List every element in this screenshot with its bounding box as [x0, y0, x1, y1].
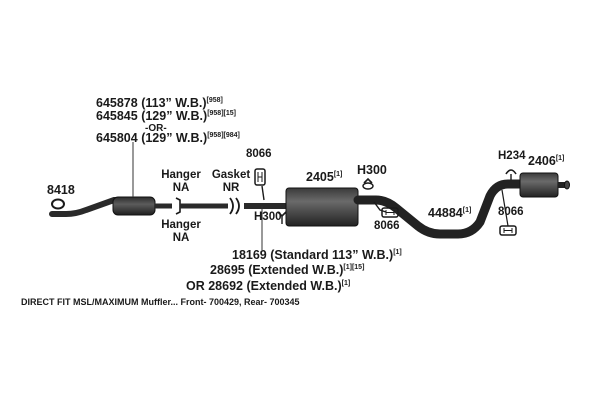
label-hanger-h300-right: H300	[357, 163, 387, 177]
label-front-pipe-645845: 645845 (129” W.B.)[958][15]	[96, 109, 236, 123]
hanger-bracket-icon	[175, 197, 181, 215]
hanger-h300-right-icon	[362, 177, 374, 190]
gasket-icon	[229, 197, 240, 215]
label-hanger-bottom: Hanger NA	[161, 219, 201, 244]
label-hanger-h234: H234	[498, 150, 526, 162]
front-muffler	[285, 187, 359, 227]
label-gasket: Gasket NR	[211, 169, 251, 194]
label-hanger-h300-left: H300	[254, 211, 282, 223]
label-rear-muffler-2406: 2406[1]	[528, 154, 565, 168]
label-hanger-8066-top: 8066	[246, 148, 272, 160]
label-front-pipe-645804: 645804 (129” W.B.)[958][984]	[96, 131, 240, 145]
hanger-8066-top-icon	[254, 168, 266, 201]
label-int-pipe-18169: 18169 (Standard 113” W.B.)[1]	[232, 248, 402, 262]
label-int-pipe-28695: 28695 (Extended W.B.)[1][15]	[210, 263, 365, 277]
label-front-muffler-2405: 2405[1]	[306, 170, 343, 184]
label-front-pipe-645878: 645878 (113” W.B.)[958]	[96, 96, 223, 110]
hanger-8066-right-icon	[499, 189, 517, 236]
label-tailpipe-44884: 44884[1]	[428, 206, 472, 220]
hanger-8066-mid-icon	[373, 201, 399, 218]
label-or-separator: -OR-	[145, 123, 167, 134]
label-hanger-8066-right: 8066	[498, 206, 524, 218]
hanger-h234-icon	[505, 169, 517, 180]
footer-note: DIRECT FIT MSL/MAXIMUM Muffler... Front-…	[21, 297, 300, 307]
label-int-pipe-28692: OR 28692 (Extended W.B.)[1]	[186, 279, 351, 293]
label-clamp-8418: 8418	[47, 183, 75, 197]
clamp-8418-icon	[51, 198, 65, 210]
tailpipe	[353, 179, 525, 239]
label-hanger-8066-mid: 8066	[374, 220, 400, 232]
rear-muffler	[519, 172, 570, 198]
label-hanger-top: Hanger NA	[161, 169, 201, 194]
front-pipe	[49, 196, 172, 217]
hanger-h300-left-icon	[277, 211, 287, 224]
intermediate-pipe	[244, 203, 286, 250]
